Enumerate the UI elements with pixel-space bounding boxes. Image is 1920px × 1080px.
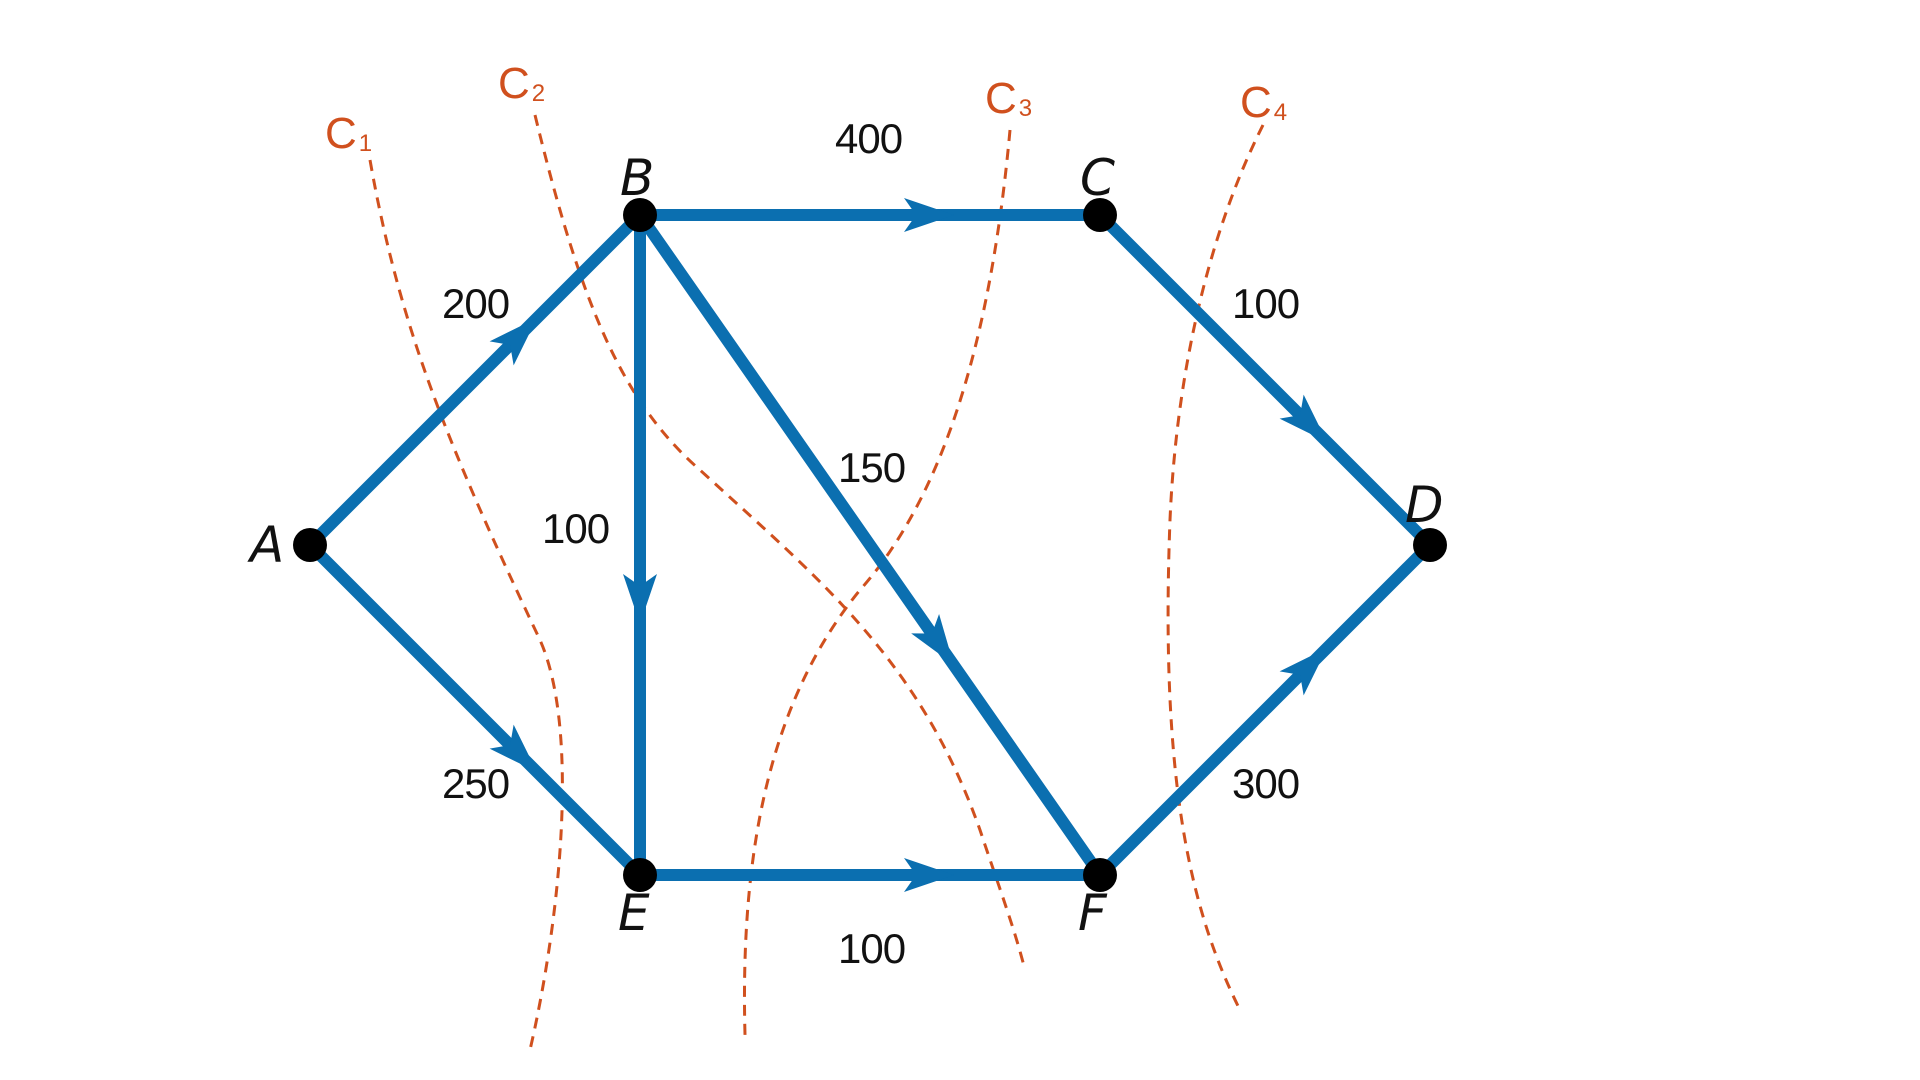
capacity-label-e-f: 100 <box>838 925 905 972</box>
node-label-b: B <box>620 149 654 207</box>
cut-label-c1: C1 <box>325 109 372 158</box>
edge-a-b <box>304 209 646 551</box>
node-a <box>293 528 327 562</box>
capacity-label-b-f: 150 <box>838 444 905 491</box>
node-label-d: D <box>1405 476 1444 534</box>
arrow-a-e <box>489 724 537 772</box>
arrow-c-d <box>1279 394 1327 442</box>
capacity-label-c-d: 100 <box>1232 280 1299 327</box>
node-label-e: E <box>618 884 650 942</box>
capacity-label-b-e: 100 <box>542 505 609 552</box>
cut-label-c4: C4 <box>1240 78 1287 127</box>
arrow-a-b <box>489 318 537 366</box>
arrow-b-f <box>911 613 954 665</box>
node-d <box>1413 528 1447 562</box>
cut-curve-c4 <box>1166 124 1265 1011</box>
arrow-b-e <box>623 574 657 624</box>
node-label-f: F <box>1078 884 1108 942</box>
node-b <box>623 198 657 232</box>
cut-curve-c2 <box>533 114 1027 971</box>
capacity-label-a-b: 200 <box>442 280 509 327</box>
capacity-label-b-c: 400 <box>835 115 902 162</box>
arrow-e-f <box>904 858 954 892</box>
capacity-label-a-e: 250 <box>442 760 509 807</box>
node-label-a: A <box>247 516 284 574</box>
cut-label-c3: C3 <box>985 74 1032 123</box>
node-c <box>1083 198 1117 232</box>
edge-c-d <box>1094 209 1436 551</box>
cut-curve-c3 <box>743 129 1012 1036</box>
capacity-label-f-d: 300 <box>1232 760 1299 807</box>
edge-f-d <box>1094 539 1436 881</box>
node-f <box>1083 858 1117 892</box>
arrow-f-d <box>1279 648 1327 696</box>
arrow-b-c <box>904 198 954 232</box>
edge-a-e <box>304 539 646 881</box>
cut-curve-c1 <box>368 159 564 1051</box>
cut-label-c2: C2 <box>498 59 545 108</box>
edge-b-f <box>634 209 1106 881</box>
node-label-c: C <box>1080 149 1115 207</box>
node-e <box>623 858 657 892</box>
